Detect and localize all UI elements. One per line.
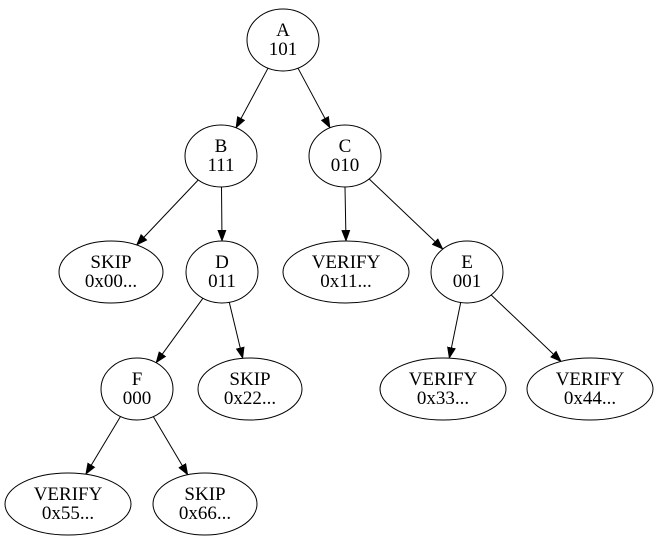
nodes-layer: A 101 B 111 C 010 SKIP 0x00... D	[4, 8, 654, 536]
node-a-label: A	[276, 20, 290, 41]
node-skip-0x66-value: 0x66...	[179, 503, 231, 524]
node-b-value: 111	[207, 155, 234, 176]
node-skip-0x00-shape	[58, 240, 164, 304]
node-verify-0x11-shape	[282, 240, 410, 304]
edge-c-e	[368, 178, 444, 250]
node-f: F 000	[100, 357, 174, 421]
node-skip-0x66-shape	[152, 472, 258, 536]
node-a-shape	[246, 8, 320, 72]
edge-b-skip-0x00	[135, 179, 199, 246]
edge-f-verify-0x55	[85, 416, 121, 476]
node-skip-0x22-value: 0x22...	[224, 388, 276, 409]
edge-e-verify-0x33	[447, 302, 462, 360]
node-c-shape	[308, 124, 382, 188]
node-verify-0x44: VERIFY 0x44...	[526, 357, 654, 421]
node-verify-0x55-label: VERIFY	[34, 484, 103, 505]
edge-f-skip-0x66	[152, 416, 189, 476]
node-verify-0x11-label: VERIFY	[312, 252, 381, 273]
node-verify-0x11-value: 0x11...	[320, 271, 372, 292]
node-skip-0x22: SKIP 0x22...	[197, 357, 303, 421]
node-e-label: E	[461, 252, 473, 273]
node-d-shape	[185, 240, 259, 304]
node-verify-0x55-value: 0x55...	[42, 503, 94, 524]
node-c-label: C	[339, 136, 352, 157]
edge-b-d	[217, 186, 227, 242]
node-verify-0x33: VERIFY 0x33...	[379, 357, 507, 421]
node-skip-0x00-value: 0x00...	[85, 271, 137, 292]
node-f-shape	[100, 357, 174, 421]
node-d-value: 011	[208, 271, 236, 292]
node-b-label: B	[215, 136, 228, 157]
edge-e-verify-0x44	[490, 294, 562, 363]
edge-d-skip-0x22	[228, 302, 245, 360]
node-verify-0x44-label: VERIFY	[556, 369, 625, 390]
edges-layer	[85, 67, 562, 476]
node-f-value: 000	[123, 388, 152, 409]
node-a: A 101	[246, 8, 320, 72]
node-e-value: 001	[453, 271, 482, 292]
node-verify-0x33-shape	[379, 357, 507, 421]
node-skip-0x22-shape	[197, 357, 303, 421]
node-verify-0x44-value: 0x44...	[564, 388, 616, 409]
node-f-label: F	[132, 369, 143, 390]
node-b-shape	[184, 124, 258, 188]
node-verify-0x55-shape	[4, 472, 132, 536]
node-verify-0x33-label: VERIFY	[409, 369, 478, 390]
node-e: E 001	[430, 240, 504, 304]
node-e-shape	[430, 240, 504, 304]
node-d: D 011	[185, 240, 259, 304]
edge-c-verify-0x11	[341, 186, 351, 242]
node-a-value: 101	[269, 39, 298, 60]
node-skip-0x22-label: SKIP	[229, 369, 270, 390]
node-skip-0x00: SKIP 0x00...	[58, 240, 164, 304]
node-verify-0x11: VERIFY 0x11...	[282, 240, 410, 304]
node-verify-0x44-shape	[526, 357, 654, 421]
node-verify-0x33-value: 0x33...	[417, 388, 469, 409]
node-verify-0x55: VERIFY 0x55...	[4, 472, 132, 536]
edge-a-c	[297, 67, 331, 129]
edge-a-b	[235, 67, 269, 129]
node-c-value: 010	[331, 155, 360, 176]
node-skip-0x66-label: SKIP	[184, 484, 225, 505]
node-b: B 111	[184, 124, 258, 188]
node-d-label: D	[215, 252, 229, 273]
node-skip-0x66: SKIP 0x66...	[152, 472, 258, 536]
node-c: C 010	[308, 124, 382, 188]
node-skip-0x00-label: SKIP	[90, 252, 131, 273]
edge-d-f	[155, 298, 204, 364]
